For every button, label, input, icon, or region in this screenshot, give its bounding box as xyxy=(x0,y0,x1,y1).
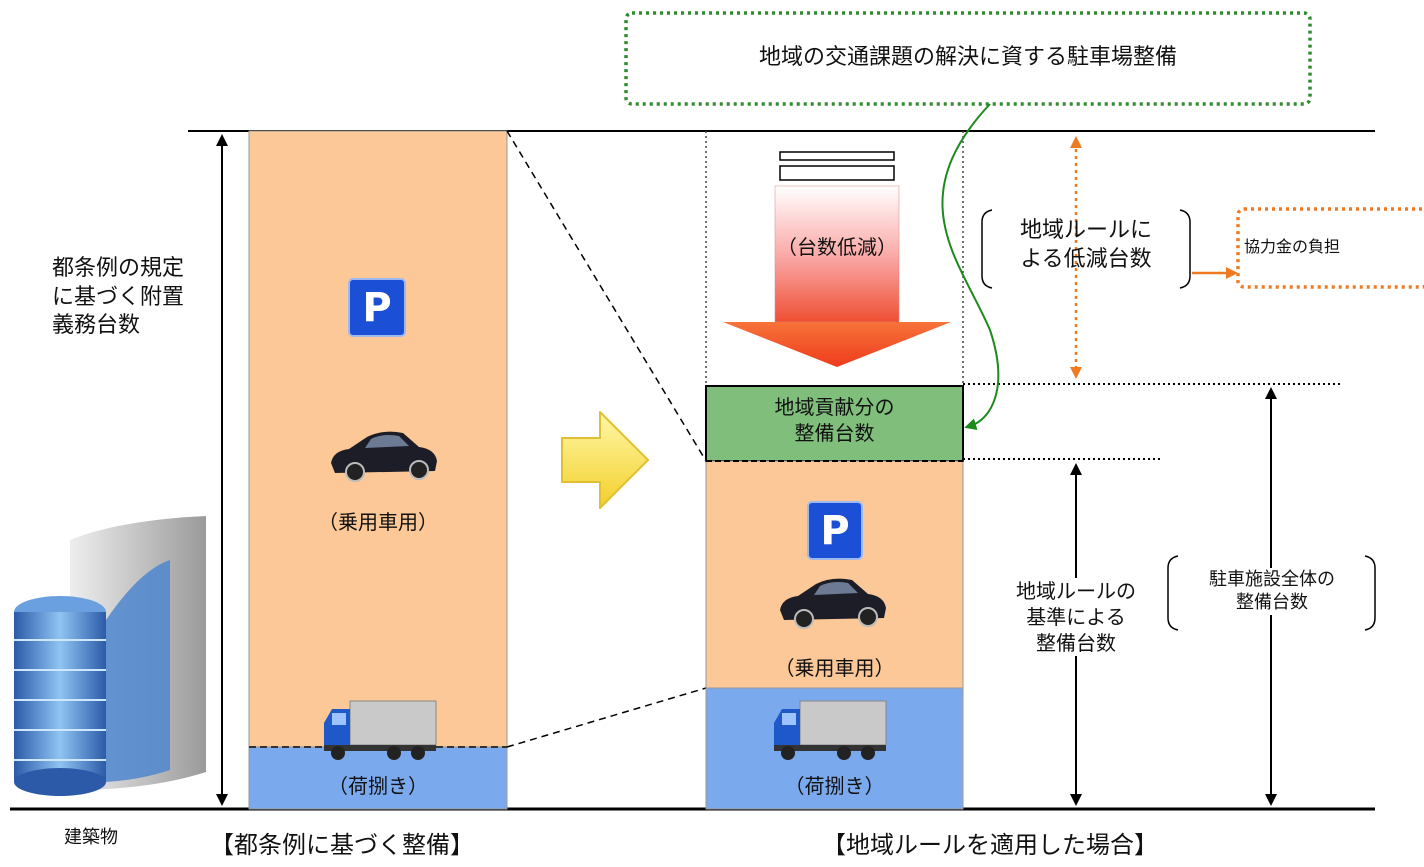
reduction-arrow-icon xyxy=(723,151,951,367)
left-title: 【都条例に基づく整備】 xyxy=(210,831,474,859)
parking-sign-letter: P xyxy=(362,285,392,331)
green-connector xyxy=(941,103,1000,431)
building-label: 建築物 xyxy=(64,827,118,848)
right-car-label: （乗用車用） xyxy=(774,656,895,680)
car-icon xyxy=(331,431,437,482)
right-truck-label: （荷捌き） xyxy=(784,774,885,798)
reduction-note: 地域ルールに よる低減台数 xyxy=(1019,218,1152,272)
contribution-label: 地域貢献分の 整備台数 xyxy=(774,395,895,445)
right-title: 【地域ルールを適用した場合】 xyxy=(822,831,1158,859)
parking-sign-letter: P xyxy=(820,508,850,554)
total-label: 駐車施設全体の 整備台数 xyxy=(1178,568,1366,615)
contribution-box-text: 協力金の負担 xyxy=(1244,237,1341,256)
top-note-box xyxy=(624,11,1312,106)
reduction-label: （台数低減） xyxy=(777,235,897,259)
building-icon xyxy=(14,516,206,796)
right-car-area xyxy=(705,460,964,689)
rule-standard-label: 地域ルールの 基準による 整備台数 xyxy=(990,578,1162,656)
contribution-area xyxy=(705,385,964,462)
top-note-text: 地域の交通課題の解決に資する駐車場整備 xyxy=(758,45,1177,70)
truck-icon xyxy=(324,700,437,760)
truck-icon xyxy=(774,700,887,760)
contribution-box xyxy=(1236,207,1424,289)
parking-sign-icon xyxy=(348,278,406,337)
car-icon xyxy=(780,578,886,629)
left-axis-label: 都条例の規定 に基づく附置 義務台数 xyxy=(52,256,185,339)
parking-sign-icon xyxy=(807,501,863,560)
left-car-label: （乗用車用） xyxy=(318,510,438,534)
yellow-right-arrow-icon xyxy=(561,411,649,509)
left-truck-label: （荷捌き） xyxy=(328,774,428,798)
